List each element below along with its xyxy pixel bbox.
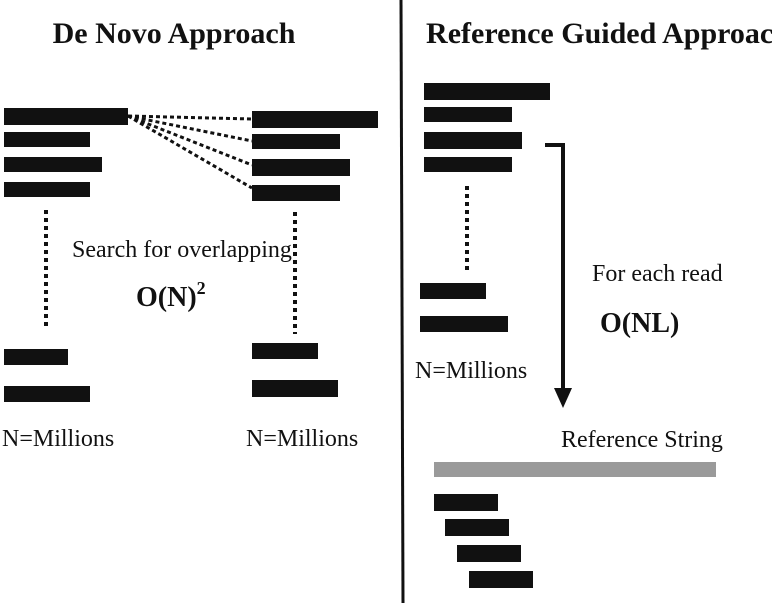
n-millions-label-right: N=Millions [246, 426, 358, 452]
read-bar [445, 519, 509, 536]
read-bar [4, 132, 90, 147]
reference-guided-title: Reference Guided Approach [426, 17, 772, 50]
left-read-stack [4, 108, 128, 402]
de-novo-panel: De Novo Approach N=Millions [2, 17, 378, 452]
read-bar [424, 83, 550, 100]
right-read-stack [252, 111, 378, 397]
read-bar [420, 283, 486, 299]
read-bar [4, 108, 128, 125]
read-bar [4, 386, 90, 402]
n-millions-label-ref: N=Millions [415, 358, 527, 384]
reference-guided-panel: Reference Guided Approach N=Millions For… [415, 17, 772, 588]
read-bar [252, 380, 338, 397]
read-bar [434, 494, 498, 511]
mapping-arrow [545, 143, 572, 408]
n-millions-label-left: N=Millions [2, 426, 114, 452]
read-bar [424, 107, 512, 122]
mapped-reads [434, 494, 533, 588]
read-bar [457, 545, 521, 562]
reference-complexity: O(NL) [600, 308, 679, 339]
overlap-lines [127, 114, 253, 190]
read-bar [252, 185, 340, 201]
panel-divider [399, 0, 405, 603]
read-bar [252, 159, 350, 176]
reference-string-label: Reference String [561, 427, 723, 453]
search-overlapping-label: Search for overlapping [72, 237, 292, 263]
for-each-read-label: For each read [592, 261, 723, 287]
read-bar [4, 182, 90, 197]
read-bar [420, 316, 508, 332]
read-bar [4, 349, 68, 365]
read-bar [424, 132, 522, 149]
read-bar [252, 343, 318, 359]
ref-read-stack [420, 83, 550, 332]
de-novo-complexity: O(N)2 [136, 278, 206, 313]
read-bar [469, 571, 533, 588]
reference-string-bar [434, 462, 716, 477]
read-bar [252, 134, 340, 149]
read-bar [4, 157, 102, 172]
read-bar [252, 111, 378, 128]
de-novo-title: De Novo Approach [53, 17, 296, 50]
read-bar [424, 157, 512, 172]
